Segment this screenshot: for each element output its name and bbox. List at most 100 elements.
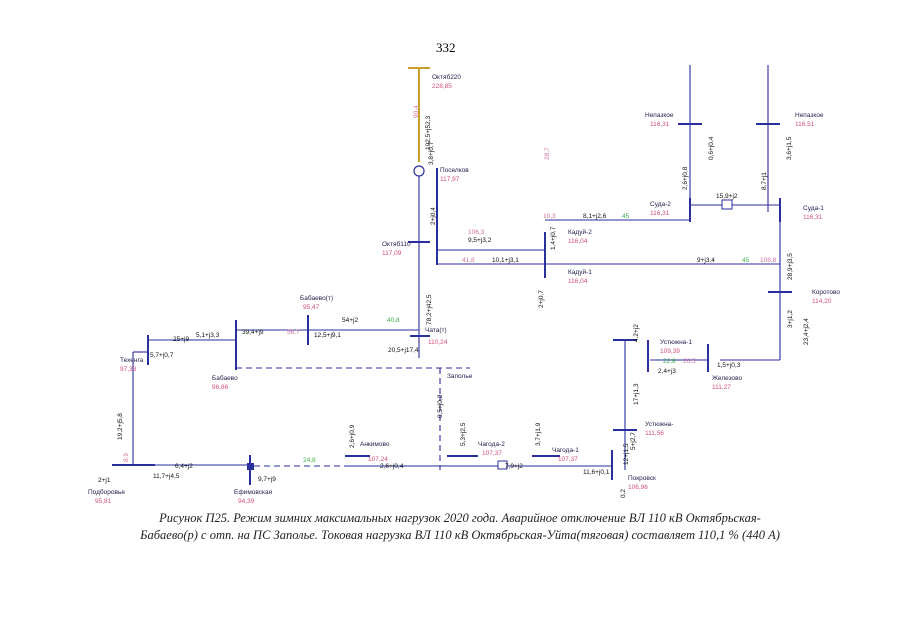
flow-label: 25+j9 <box>173 336 189 343</box>
kv-kaduy2: 116,04 <box>568 238 588 245</box>
kv-nepazskoe-l: 116,31 <box>650 121 670 128</box>
flow-label: 9,7+j9 <box>258 476 276 483</box>
flow-label-vertical: 8,7+j1 <box>761 172 768 190</box>
loading-label: 22,8 <box>663 358 676 365</box>
flow-label: 6,4+j2 <box>175 463 193 470</box>
flow-label: 20,5+j17,4 <box>388 347 419 354</box>
loading-label: 40,8 <box>387 317 400 324</box>
kv-babaevo: 96,86 <box>212 384 229 391</box>
flow-label: 11,7+j4,5 <box>153 473 180 480</box>
flow-label-vertical: 2+j0,4 <box>430 207 437 225</box>
kv-babaevo-r: 95,47 <box>303 304 320 311</box>
page-number: 332 <box>436 40 456 55</box>
label-poselkov: Поселков <box>440 167 469 174</box>
loading-label: 56,7 <box>287 329 300 336</box>
label-ustyena1: Устюжна-1 <box>660 339 692 346</box>
label-oktyabrskaya220: Октяб220 <box>432 73 461 81</box>
label-ustyena2: Устюжна- <box>645 421 673 428</box>
loading-label: 10,3 <box>543 213 556 220</box>
label-podborovye: Подборовье <box>88 488 125 496</box>
loading-label: 106,3 <box>468 229 485 236</box>
label-suda1: Суда-1 <box>803 205 824 212</box>
caption-line-1: Рисунок П25. Режим зимних максимальных н… <box>159 511 761 525</box>
flow-label-vertical: 19,2+j5,8 <box>117 413 124 440</box>
flow-label-vertical: 0,2 <box>620 489 627 498</box>
kv-zheleznovo: 111,27 <box>712 384 731 391</box>
flow-label-vertical: 3+j1,2 <box>787 310 794 328</box>
breaker-icon <box>721 199 733 210</box>
flow-label-vertical: 4,2+j2 <box>633 324 640 342</box>
label-oktyabr110: Октяб110 <box>382 240 411 248</box>
label-chagoda1: Чагода-1 <box>552 447 579 454</box>
flow-label-vertical: 5+j2,7 <box>630 432 637 450</box>
loading-label: 108,8 <box>760 257 777 264</box>
flow-label: 2,6+j0,4 <box>380 463 404 470</box>
flow-label: 5,7+j0,7 <box>150 352 174 359</box>
kv-chagoda1: 107,37 <box>558 456 578 463</box>
label-nepazskoe-r: Непазкое <box>795 112 824 119</box>
kv-nepazskoe-r: 116,51 <box>795 121 815 128</box>
flow-label: 10,1+j3,1 <box>492 257 519 264</box>
flow-label: 12,5+j9,1 <box>314 332 341 339</box>
flow-label: 9,5+j3,2 <box>468 237 492 244</box>
flow-label: 54+j2 <box>342 317 358 324</box>
flow-label-vertical: 5,3+j2,5 <box>460 422 467 446</box>
flow-label: 8,1+j2,6 <box>583 213 607 220</box>
flow-label: 9+j3,4 <box>697 257 715 264</box>
kv-oktyabrskaya220: 228,85 <box>432 83 452 90</box>
flow-label-vertical: 0,6+j0,4 <box>708 136 715 160</box>
kv-kaduy1: 116,04 <box>568 278 588 285</box>
kv-ustyena2: 111,56 <box>645 430 664 437</box>
flow-label: 5,1+j3,3 <box>196 332 220 339</box>
kv-suda2: 116,31 <box>650 210 670 217</box>
label-pokrovsk: Покровск <box>628 475 656 482</box>
flow-label-vertical: 3,7+j1,9 <box>535 422 542 446</box>
flow-label-vertical: 2,6+j0,8 <box>682 166 689 190</box>
flow-label-vertical: 12+j1,5 <box>623 443 630 465</box>
flow-label-vertical: 17+j1,3 <box>633 383 640 405</box>
caption-line-2: Бабаево(р) с отп. на ПС Заполье. Токовая… <box>140 528 780 542</box>
flow-label-vertical: 1,4+j0,7 <box>550 226 557 250</box>
loading-label: 90,4 <box>413 105 420 118</box>
flow-label-vertical: 3,6+j1,5 <box>786 136 793 160</box>
label-korotovo: Коротово <box>812 289 840 296</box>
flow-label-vertical: 2,6+j0,9 <box>349 424 356 448</box>
switch-icon <box>247 463 254 470</box>
kv-pokrovsk: 106,96 <box>628 484 648 491</box>
loading-label: 41,8 <box>462 257 475 264</box>
label-chata: Чата(т) <box>425 327 447 334</box>
kv-ustyena1: 109,39 <box>660 348 680 355</box>
flow-label: 7,9+j2 <box>505 463 523 470</box>
label-suda2: Суда-2 <box>650 201 671 208</box>
label-tekhtenga: Техенга <box>120 357 144 364</box>
kv-efimovskaya: 94,39 <box>238 498 255 505</box>
loading-label: 28,7 <box>544 147 551 160</box>
flow-label: 11,6+j0,1 <box>583 469 610 476</box>
loading-label: 45 <box>622 213 630 220</box>
label-kaduy2: Кадуй-2 <box>568 228 592 236</box>
flow-label-vertical: 28,9+j3,5 <box>787 253 794 280</box>
kv-suda1: 116,31 <box>803 214 823 221</box>
label-chagoda2: Чагода-2 <box>478 441 505 448</box>
transformer-icon <box>413 165 425 177</box>
label-babaevo-r: Бабаево(т) <box>300 294 333 302</box>
kv-korotovo: 114,20 <box>812 298 832 305</box>
flow-label: 15,9+j2 <box>716 193 738 200</box>
label-zapolye: Заполье <box>447 373 473 380</box>
kv-poselkov: 117,97 <box>440 176 460 183</box>
flow-label-vertical: 102,5+j52,3 <box>425 115 432 150</box>
label-nepazskoe-l: Непазкое <box>645 112 674 119</box>
flow-label-vertical: 0,5+j0,2 <box>437 394 444 418</box>
flow-label-vertical: 2+j0,7 <box>538 290 545 308</box>
loading-label: 8,9 <box>123 453 130 462</box>
label-zheleznovo: Железово <box>712 375 742 382</box>
loading-label: 24,8 <box>303 457 316 464</box>
flow-label-vertical: 78,2+j42,5 <box>426 294 433 325</box>
label-babaevo: Бабаево <box>212 374 238 382</box>
flow-label-vertical: 23,4+j2,4 <box>803 318 810 345</box>
kv-ankinovo: 107,24 <box>368 456 388 463</box>
kv-podborovye: 95,81 <box>95 498 112 505</box>
breaker-chagoda-icon <box>497 460 508 470</box>
figure-caption: Рисунок П25. Режим зимних максимальных н… <box>100 510 820 544</box>
